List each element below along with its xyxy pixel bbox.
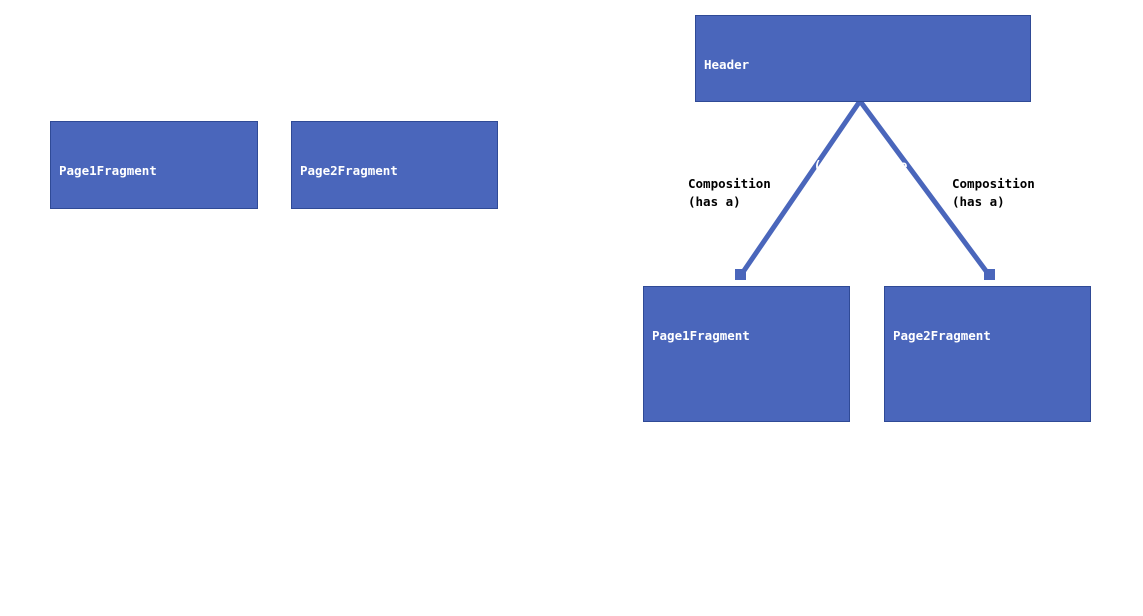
code-line: fun init() = [893, 532, 987, 547]
relation-label-line: (has a) [688, 194, 741, 209]
header-box: Header fun initHeader() = // Code Init H… [695, 15, 1031, 174]
code-line: header.initHeader() [893, 583, 1042, 598]
box-title: Page2Fragment [893, 328, 991, 343]
box-title: Page2Fragment [300, 163, 398, 178]
code-line: fun initHeader() = // [300, 265, 465, 280]
page1fragment-box-left: Page1Fragment fun initHeader() = // Code… [50, 121, 258, 331]
composition-label-right: Composition (has a) [952, 175, 1035, 211]
code-line: fun init() = [652, 532, 746, 547]
box-title: Page1Fragment [652, 328, 750, 343]
relation-label-line: Composition [688, 176, 771, 191]
relation-label-line: Composition [952, 176, 1035, 191]
relation-label-line: (has a) [952, 194, 1005, 209]
code-line: Code Init Header [300, 316, 426, 331]
code-line: fun initHeader() = // Code Init Header [704, 159, 1002, 174]
composition-end-marker-right [984, 269, 995, 280]
code-line: val header : Header() [893, 430, 1058, 445]
code-line: val header : Header() [652, 430, 817, 445]
page2fragment-box-composed: Page2Fragment val header : Header() fun … [884, 286, 1091, 598]
code-line: fun initHeader() = [59, 265, 200, 280]
page2fragment-box-left: Page2Fragment fun initHeader() = // Code… [291, 121, 498, 331]
composition-label-left: Composition (has a) [688, 175, 771, 211]
box-title: Header [704, 57, 750, 72]
page1fragment-box-composed: Page1Fragment val header : Header() fun … [643, 286, 850, 598]
composition-line-left [738, 98, 863, 278]
composition-line-right [857, 98, 992, 278]
code-line: // Code Init Header [59, 316, 208, 331]
composition-connectors [735, 98, 995, 280]
box-title: Page1Fragment [59, 163, 157, 178]
code-line: header.initHeader() [652, 583, 801, 598]
composition-end-marker-left [735, 269, 746, 280]
